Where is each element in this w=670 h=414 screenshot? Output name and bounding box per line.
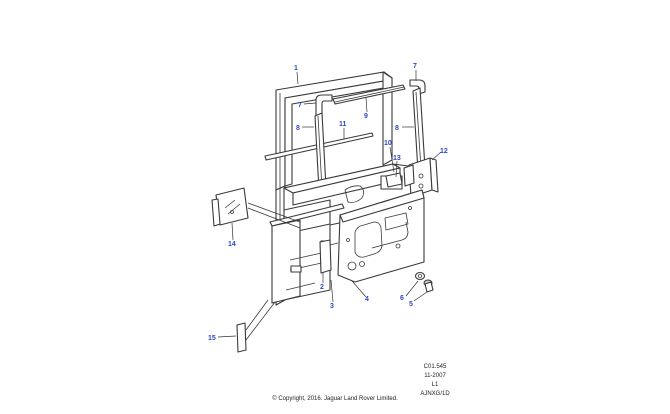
hinge-bracket: [408, 157, 439, 198]
seal-strip: [236, 299, 276, 353]
callout-10: 10: [384, 140, 392, 147]
copyright-notice: © Copyright, 2016. Jaguar Land Rover Lim…: [272, 396, 398, 402]
leader-lines: [217, 70, 442, 338]
callout-14: 13: [393, 155, 401, 162]
callout-11: 11: [339, 121, 347, 128]
callout-1: 1: [294, 65, 298, 72]
callout-8-left: 8: [296, 125, 300, 132]
callout-labels: 1 7 8 9 11 10 13 7 8 12 14 2 3 4 6 5 15: [208, 63, 448, 342]
reference-sheet: L1: [431, 382, 439, 388]
trim-panel: [337, 189, 425, 283]
top-channel: [332, 84, 406, 105]
reference-date: 11-2007: [424, 373, 446, 379]
screw: [423, 279, 434, 293]
callout-9: 9: [364, 113, 368, 120]
callout-13: 14: [228, 241, 236, 248]
callout-7-right: 7: [413, 63, 417, 70]
check-bracket: [403, 164, 415, 187]
reference-block: C01.545 11-2007 L1 AJNXG/1D: [420, 363, 450, 399]
callout-12: 12: [440, 148, 448, 155]
callout-4: 4: [365, 296, 369, 303]
callout-2: 2: [320, 284, 324, 291]
callout-15: 15: [208, 335, 216, 342]
callout-5: 5: [409, 301, 413, 308]
callout-6: 6: [400, 295, 404, 302]
callout-3: 3: [330, 303, 334, 310]
lower-component: [319, 239, 339, 274]
vertical-channel-right: [412, 87, 426, 172]
bracket-plate: [211, 187, 301, 229]
small-plate: [385, 172, 403, 188]
callout-8-right: 8: [395, 125, 399, 132]
callout-7-left: 7: [298, 102, 302, 109]
reference-code: C01.545: [423, 364, 447, 370]
corner-piece-left: [315, 94, 333, 117]
reference-group: AJNXG/1D: [420, 391, 450, 397]
washer: [414, 271, 426, 281]
